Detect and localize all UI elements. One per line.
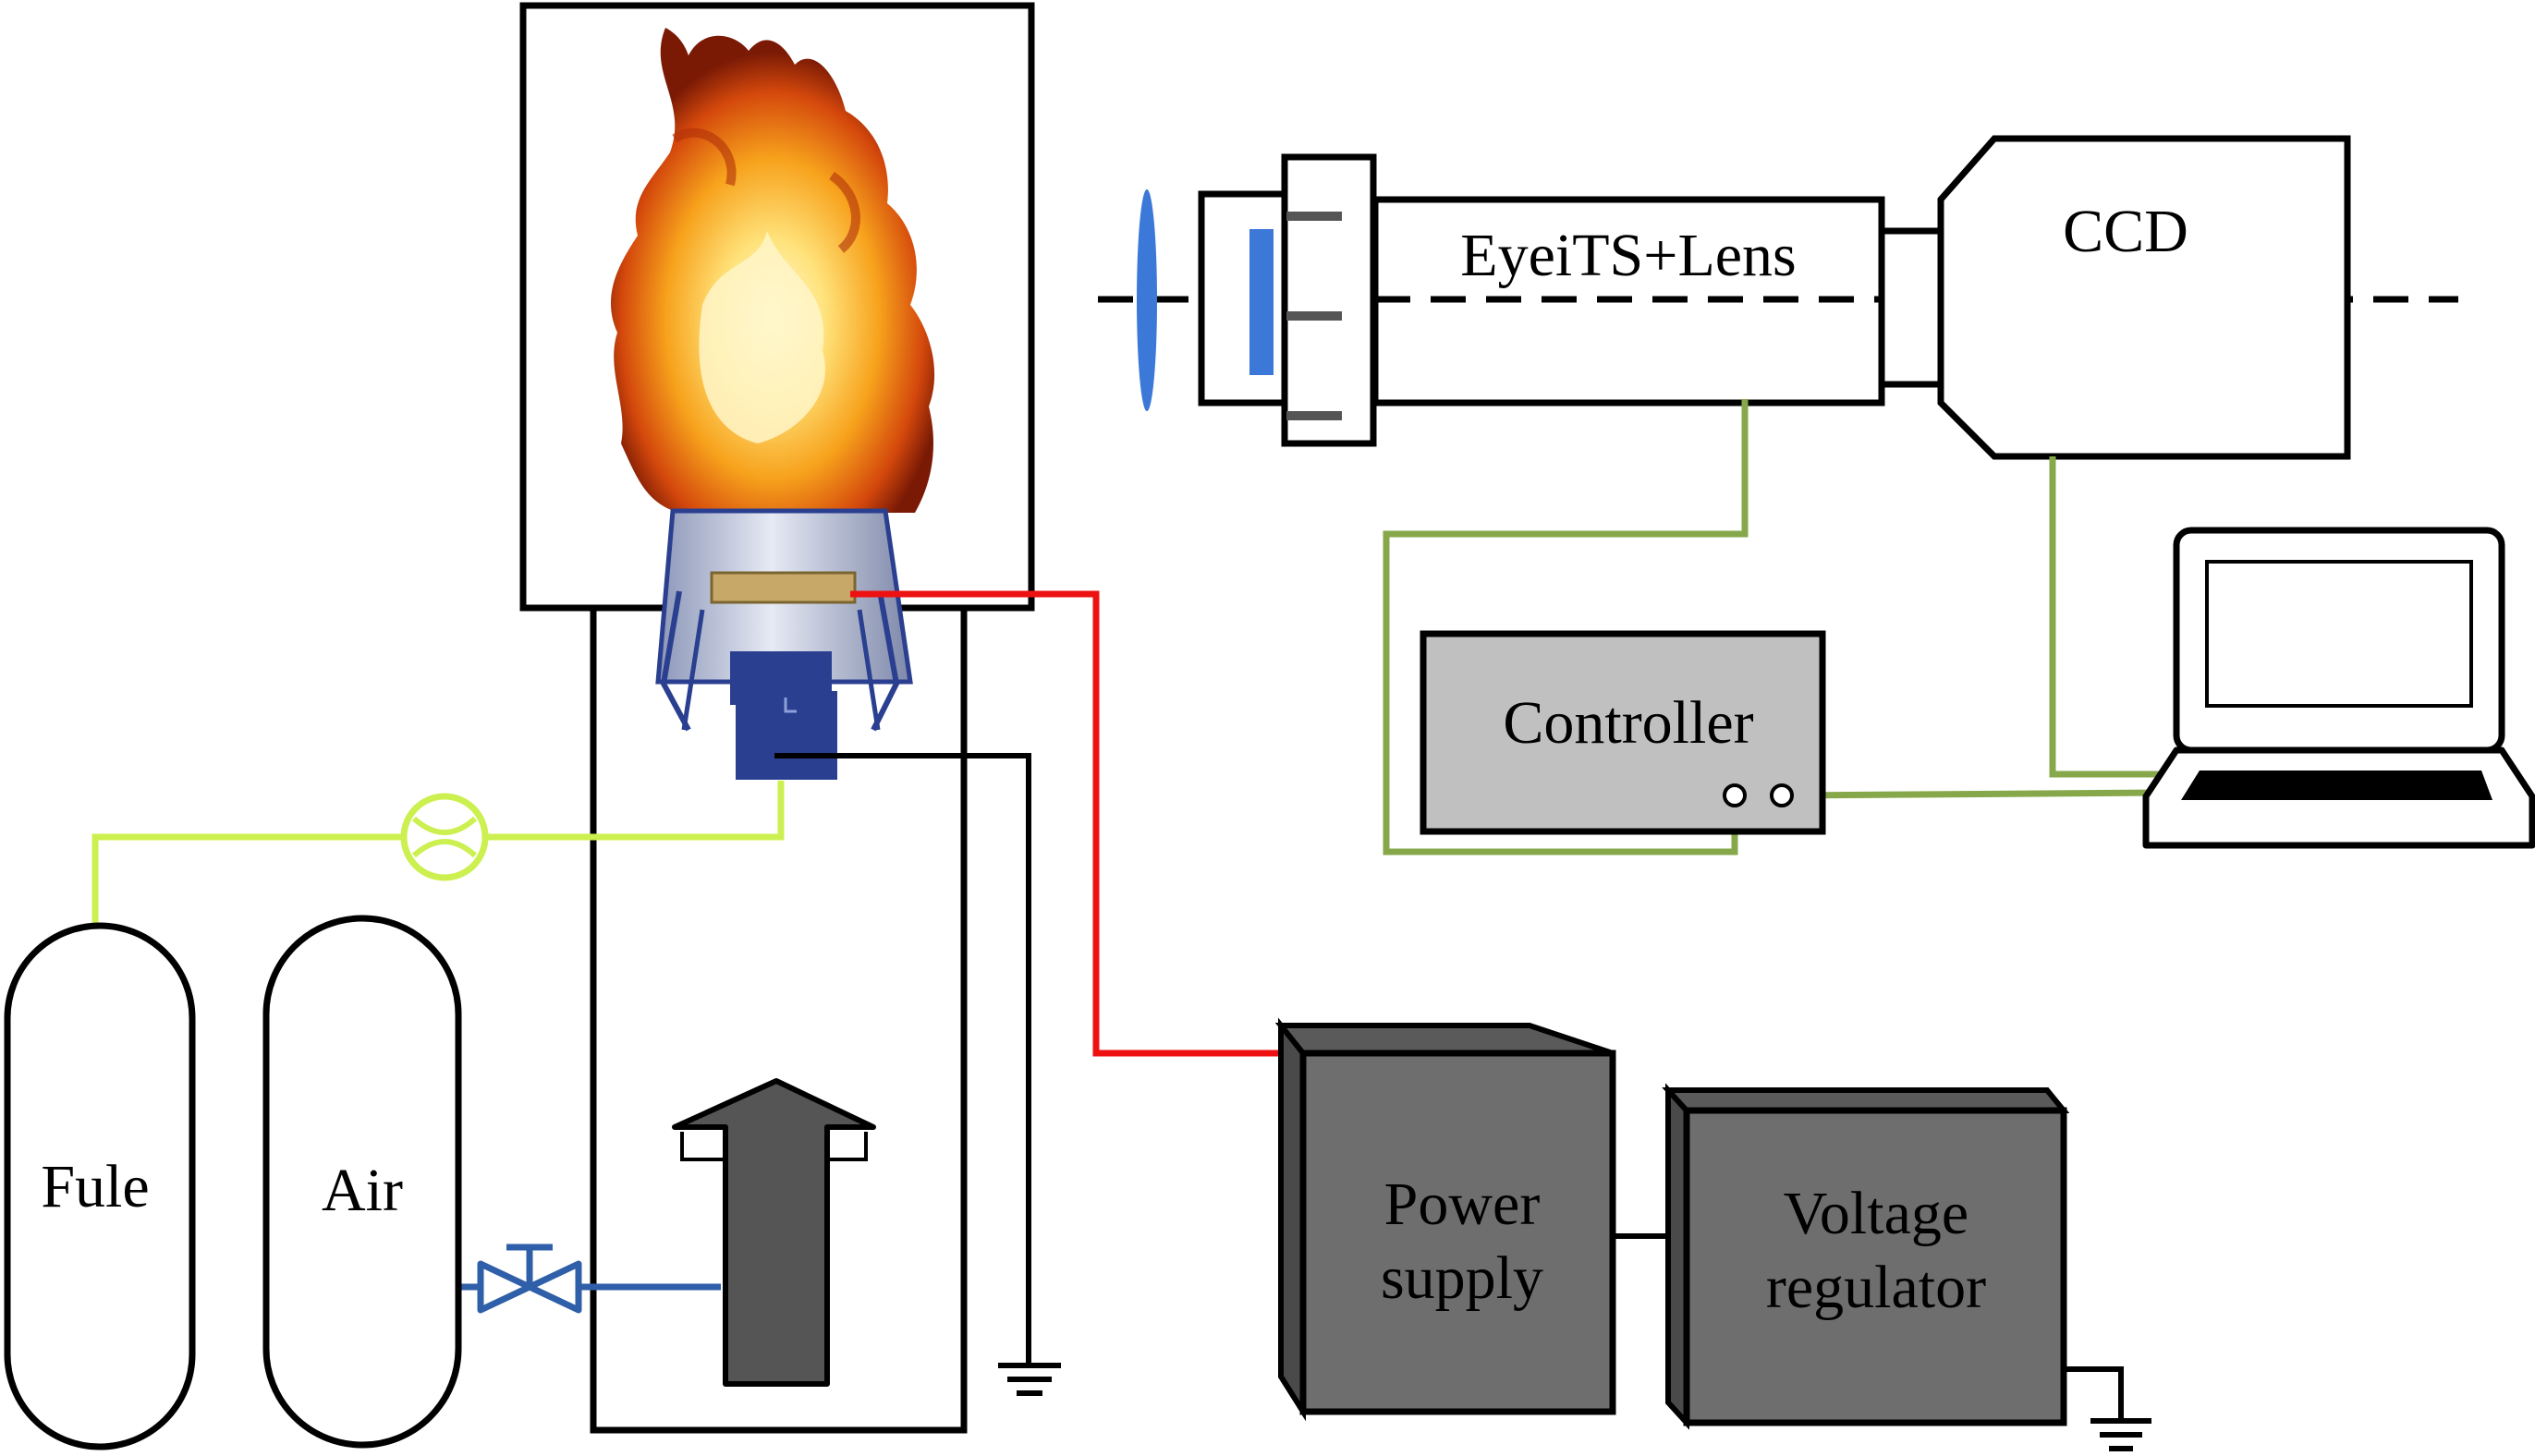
fuel-tank: Fule <box>4 922 196 1450</box>
power-supply-label-line2: supply <box>1381 1244 1543 1312</box>
controller-label: Controller <box>1503 689 1753 757</box>
valve-icon <box>477 1244 582 1314</box>
power-supply-label-line1: Power <box>1384 1171 1541 1238</box>
controller-port-1 <box>1723 783 1747 807</box>
ground-icon <box>2090 1418 2151 1451</box>
laptop-icon <box>2142 527 2535 849</box>
fuel-tank-label: Fule <box>41 1153 149 1220</box>
signal-cables <box>1383 399 2179 855</box>
fuel-line <box>91 781 785 924</box>
power-supply: Power supply <box>1274 1017 1616 1422</box>
flow-meter-icon <box>400 793 489 881</box>
lower-enclosure <box>590 608 968 1434</box>
heater-band <box>710 571 857 604</box>
ccd-camera: CCD <box>1937 135 2351 460</box>
air-tank: Air <box>262 915 462 1449</box>
ccd-label: CCD <box>2063 198 2188 265</box>
filter-lens-icon <box>1137 189 1157 411</box>
burner <box>655 508 913 780</box>
flame-icon <box>610 28 935 513</box>
up-arrow-icon <box>672 1078 876 1387</box>
voltage-regulator: Voltage regulator <box>1662 1083 2070 1430</box>
air-tank-label: Air <box>322 1157 403 1224</box>
power-wire <box>850 590 1434 1057</box>
controller: Controller <box>1420 630 1826 835</box>
controller-port-2 <box>1770 783 1794 807</box>
voltage-regulator-label-line1: Voltage <box>1784 1180 1968 1247</box>
camera-coupler <box>1878 227 1946 388</box>
eyeits-lens-label: EyeiTS+Lens <box>1460 222 1796 289</box>
lens-assembly <box>1198 153 1377 447</box>
regulator-ground-wire <box>2064 1366 2124 1418</box>
ground-wire <box>774 753 1031 1363</box>
voltage-regulator-label-line2: regulator <box>1766 1254 1986 1321</box>
ground-icon <box>998 1363 1061 1396</box>
